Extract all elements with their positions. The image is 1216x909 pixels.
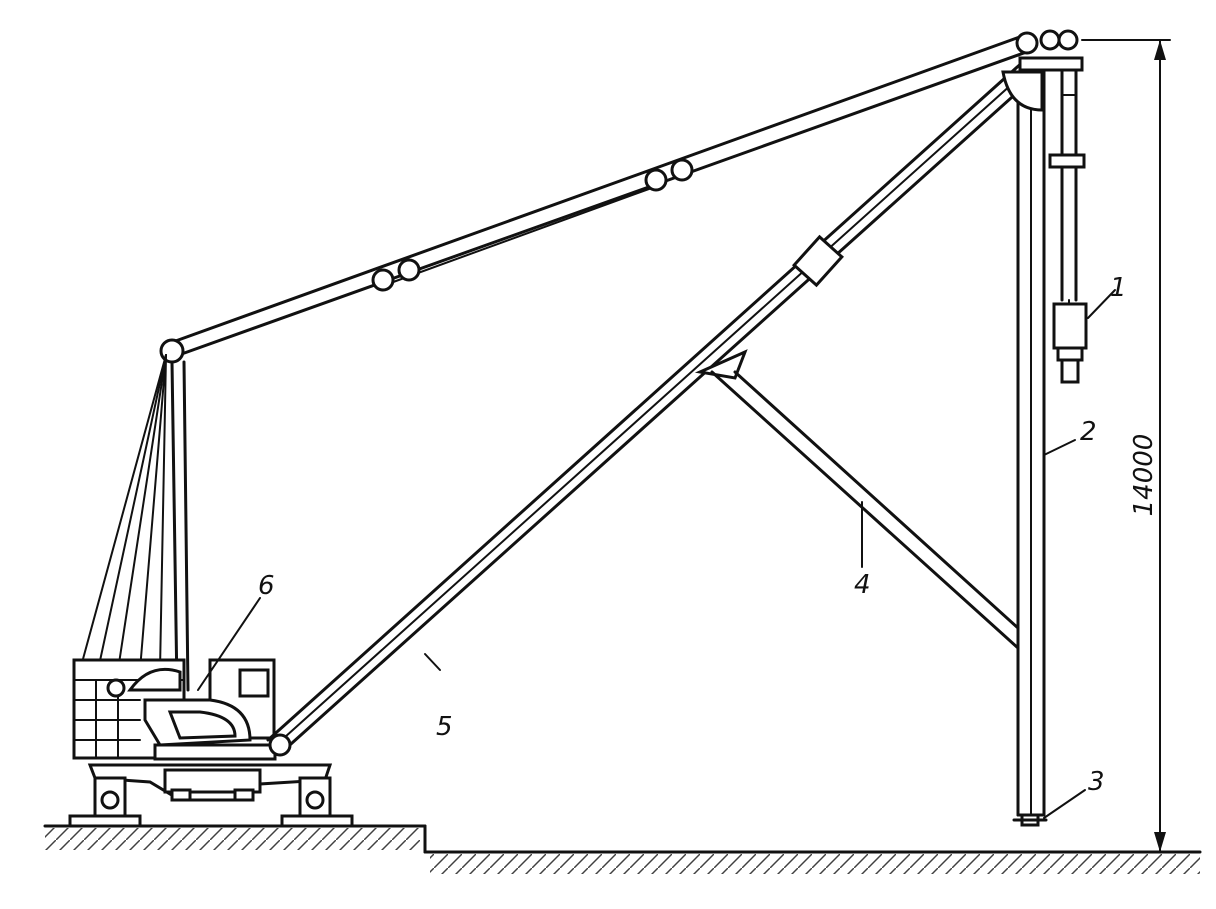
head-pulley-2 bbox=[1039, 29, 1061, 51]
pile-hammer bbox=[1052, 302, 1088, 350]
ground bbox=[43, 824, 1202, 874]
label-2: 2 bbox=[1080, 417, 1097, 447]
head-pulley-1 bbox=[1015, 31, 1039, 55]
label-6: 6 bbox=[258, 571, 275, 601]
head-pulley-3 bbox=[1057, 29, 1079, 51]
pulley-3 bbox=[644, 168, 668, 192]
label-4: 4 bbox=[854, 570, 871, 600]
pulley-1 bbox=[371, 268, 395, 292]
boom-clamp bbox=[792, 234, 844, 288]
leader-column bbox=[1001, 56, 1088, 827]
strut bbox=[710, 370, 1020, 650]
base-mast bbox=[79, 354, 190, 692]
crane-base bbox=[68, 658, 354, 828]
label-1: 1 bbox=[1110, 273, 1127, 303]
pulley-2 bbox=[397, 258, 421, 282]
main-boom bbox=[266, 58, 1042, 757]
label-3: 3 bbox=[1088, 767, 1105, 797]
label-leaders bbox=[197, 289, 1116, 819]
dimension-14000: 14000 bbox=[1081, 39, 1171, 853]
dimension-label: 14000 bbox=[1129, 434, 1159, 517]
boom-hinge bbox=[268, 733, 292, 757]
pulley-4 bbox=[670, 158, 694, 182]
label-5: 5 bbox=[436, 712, 453, 742]
upper-cable bbox=[159, 29, 1079, 364]
